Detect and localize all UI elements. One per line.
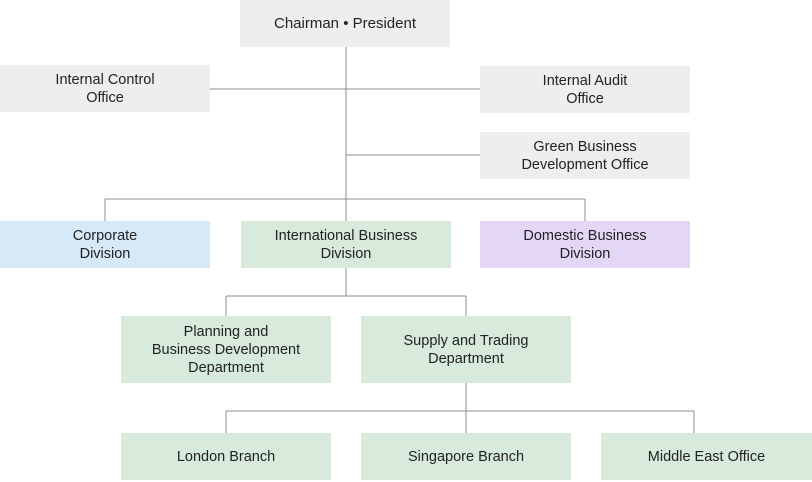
box-label-line-2: Division [320, 245, 372, 262]
london-branch-box: London Branch [121, 433, 331, 480]
box-label-line-2: Department [428, 350, 504, 367]
middle-east-office-box: Middle East Office [601, 433, 812, 480]
box-label: Chairman • President [274, 14, 416, 32]
box-label: Middle East Office [647, 448, 766, 465]
box-label-line-1: Green Business [533, 138, 637, 155]
box-label-line-2: Office [566, 90, 604, 107]
planning-business-development-department-box: Planning and Business Development Depart… [121, 316, 331, 383]
box-label-line-3: Department [188, 359, 264, 376]
singapore-branch-box: Singapore Branch [361, 433, 571, 480]
chairman-president-box: Chairman • President [240, 0, 450, 47]
green-business-development-office-box: Green Business Development Office [480, 132, 690, 179]
internal-audit-office-box: Internal Audit Office [480, 66, 690, 113]
international-business-division-box: International Business Division [241, 221, 451, 268]
box-label-line-1: Domestic Business [523, 227, 647, 244]
box-label: London Branch [176, 448, 276, 465]
box-label-line-1: Planning and [183, 323, 269, 340]
box-label-line-1: Internal Control [55, 71, 155, 88]
internal-control-office-box: Internal Control Office [0, 65, 210, 112]
box-label-line-1: Supply and Trading [403, 332, 529, 349]
box-label-line-2: Division [79, 245, 131, 262]
box-label-line-2: Development Office [521, 156, 649, 173]
supply-trading-department-box: Supply and Trading Department [361, 316, 571, 383]
corporate-division-box: Corporate Division [0, 221, 210, 268]
box-label-line-2: Division [559, 245, 611, 262]
box-label-line-1: Internal Audit [542, 72, 628, 89]
box-label-line-2: Business Development [151, 341, 301, 358]
box-label: Singapore Branch [407, 448, 525, 465]
box-label-line-1: Corporate [72, 227, 138, 244]
box-label-line-2: Office [86, 89, 124, 106]
box-label-line-1: International Business [274, 227, 418, 244]
domestic-business-division-box: Domestic Business Division [480, 221, 690, 268]
